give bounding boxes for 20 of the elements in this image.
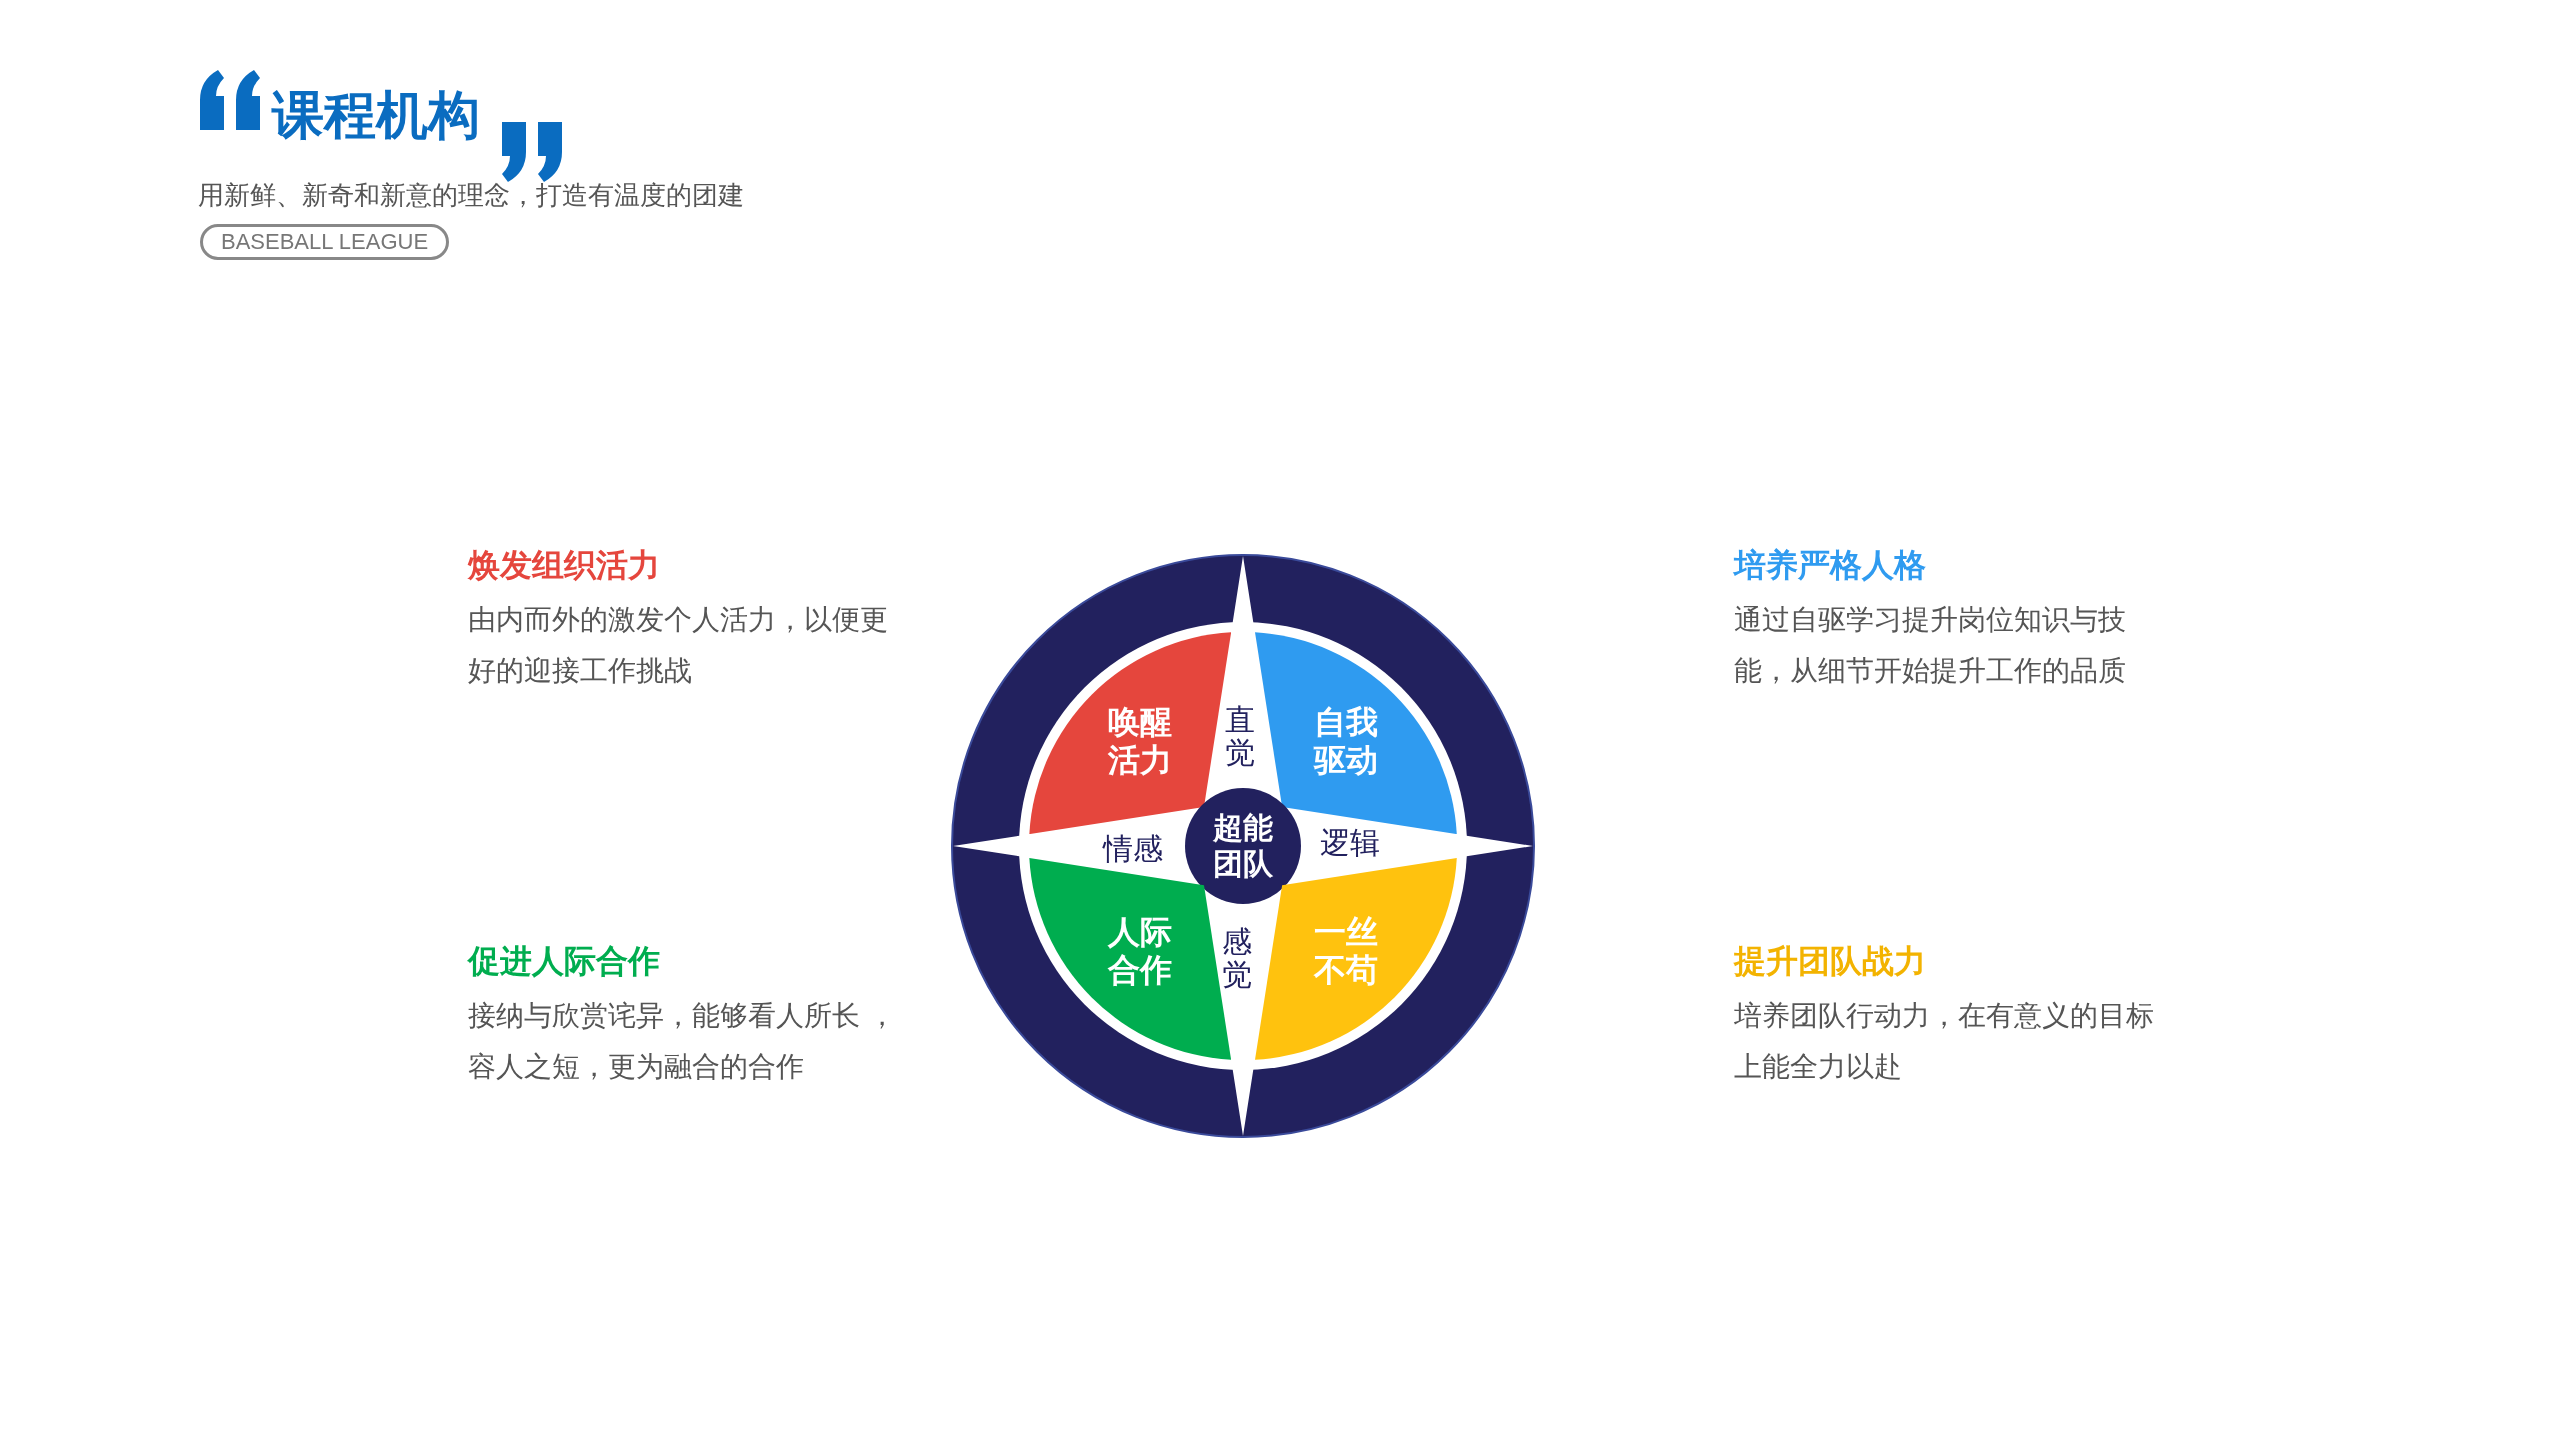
section-heading: 提升团队战力 [1734, 942, 1926, 981]
quadrant-label: 自我驱动 [1312, 703, 1379, 779]
section-heading: 促进人际合作 [468, 942, 660, 981]
quadrant-label: 一丝不苟 [1312, 913, 1379, 989]
title: 课程机构 [272, 85, 480, 146]
quadrant-label: 人际合作 [1106, 913, 1173, 989]
star-arm-label: 逻辑 [1320, 825, 1380, 859]
quadrant-label: 唤醒活力 [1107, 703, 1173, 779]
section-description: 接纳与欣赏诧异，能够看人所长 ，容人之短，更为融合的合作 [468, 999, 897, 1084]
star-arm-label: 感觉 [1222, 925, 1252, 991]
star-arm-label: 直觉 [1225, 703, 1255, 769]
subtitle: 用新鲜、新奇和新意的理念，打造有温度的团建 [198, 179, 744, 212]
section-heading: 培养严格人格 [1734, 546, 1926, 585]
star-arm-label: 情感 [1103, 831, 1163, 865]
section-description: 通过自驱学习提升岗位知识与技能，从细节开始提升工作的品质 [1734, 603, 2127, 688]
tag-label: BASEBALL LEAGUE [200, 224, 450, 260]
section-description: 培养团队行动力，在有意义的目标上能全力以赴 [1734, 999, 2154, 1084]
section-description: 由内而外的激发个人活力，以便更好的迎接工作挑战 [468, 603, 888, 688]
center-label: 超能团队 [1212, 810, 1274, 882]
section-heading: 焕发组织活力 [468, 546, 660, 585]
